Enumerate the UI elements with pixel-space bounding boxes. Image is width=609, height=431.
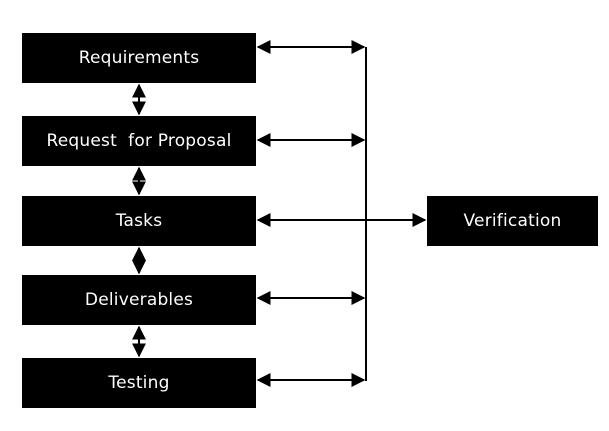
node-testing: Testing [22, 358, 256, 408]
node-deliverables: Deliverables [22, 275, 256, 325]
node-request-for-proposal: Request for Proposal [22, 116, 256, 166]
node-tasks-label: Tasks [115, 211, 163, 231]
node-verification: Verification [427, 196, 598, 246]
node-requirements: Requirements [22, 33, 256, 83]
node-verification-label: Verification [463, 211, 562, 231]
node-tasks: Tasks [22, 196, 256, 246]
node-deliverables-label: Deliverables [84, 290, 194, 310]
node-testing-label: Testing [108, 373, 170, 393]
node-requirements-label: Requirements [78, 48, 200, 68]
node-request-for-proposal-label: Request for Proposal [46, 131, 232, 151]
